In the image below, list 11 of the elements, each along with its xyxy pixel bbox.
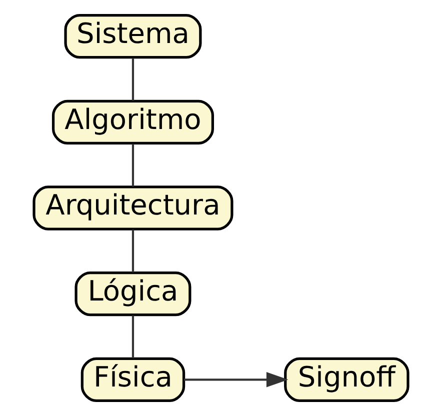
connector [132, 316, 134, 358]
node-box: Algoritmo [52, 100, 214, 144]
node-box: Física [80, 357, 186, 402]
connector [132, 58, 134, 101]
node-box: Lógica [74, 272, 192, 316]
connector [132, 230, 134, 272]
connector [132, 144, 134, 186]
node-box: Arquitectura [32, 186, 234, 230]
node-box: Signoff [284, 357, 410, 402]
arrow [184, 372, 288, 388]
node-box: Sistema [64, 14, 202, 59]
